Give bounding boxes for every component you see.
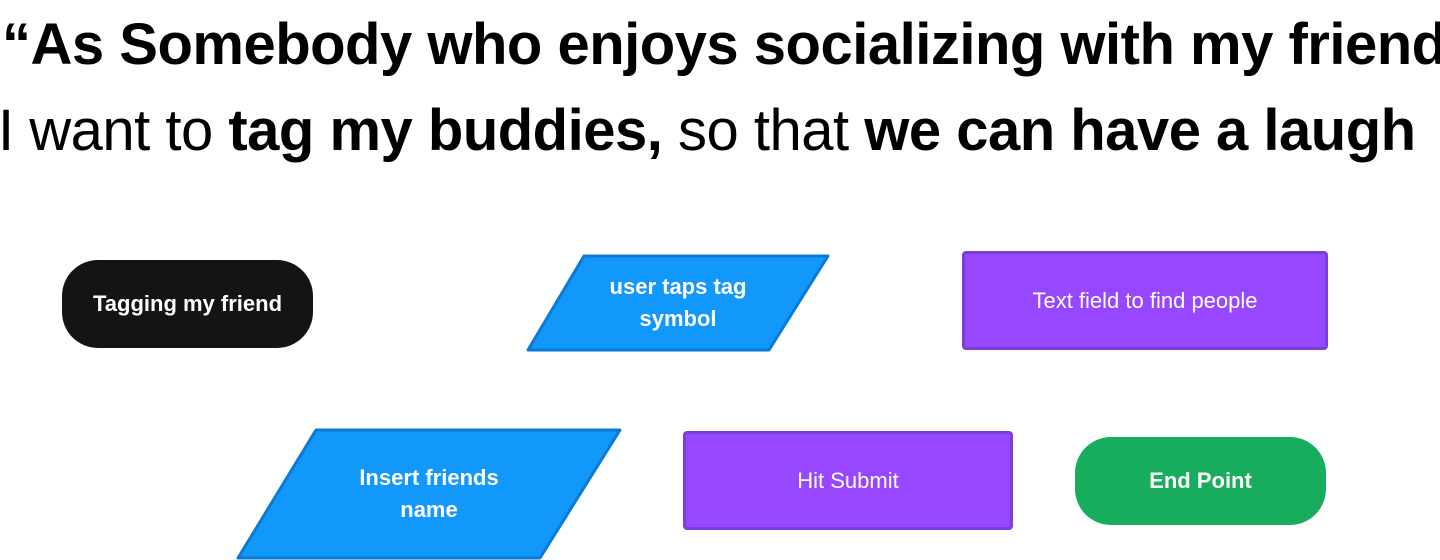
user-story-so-that: so that [662,98,865,163]
text-field-node: Text field to find people [962,251,1328,350]
tap-tag-label-line-2: symbol [639,306,717,331]
insert-name-node: Insert friends name [234,428,624,560]
tap-tag-node: user taps tag symbol [524,254,832,352]
hit-submit-node-label: Hit Submit [797,467,899,493]
user-story-role: “As Somebody who enjoys socializing with… [2,12,1440,77]
end-node-label: End Point [1149,468,1252,493]
insert-name-label-line-1: Insert friends [359,465,499,490]
text-field-node-label: Text field to find people [1032,287,1258,313]
start-node: Tagging my friend [62,260,313,348]
insert-name-shape [236,428,622,560]
end-node: End Point [1075,437,1326,525]
tap-tag-label: user taps tag symbol [524,254,832,352]
tap-tag-label-line-1: user taps tag [609,274,747,299]
tap-tag-shape [526,254,830,352]
insert-name-label: Insert friends name [234,428,624,560]
user-story-want-prefix: I want to [0,98,229,163]
user-story-line-2: I want to tag my buddies, so that we can… [0,102,1416,160]
insert-name-label-line-2: name [400,497,458,522]
user-story-line-1: “As Somebody who enjoys socializing with… [2,16,1440,74]
user-story-goal: tag my buddies, [228,98,663,163]
user-story-benefit: we can have a laugh [864,98,1416,163]
hit-submit-node: Hit Submit [683,431,1013,530]
start-node-label: Tagging my friend [92,291,283,316]
